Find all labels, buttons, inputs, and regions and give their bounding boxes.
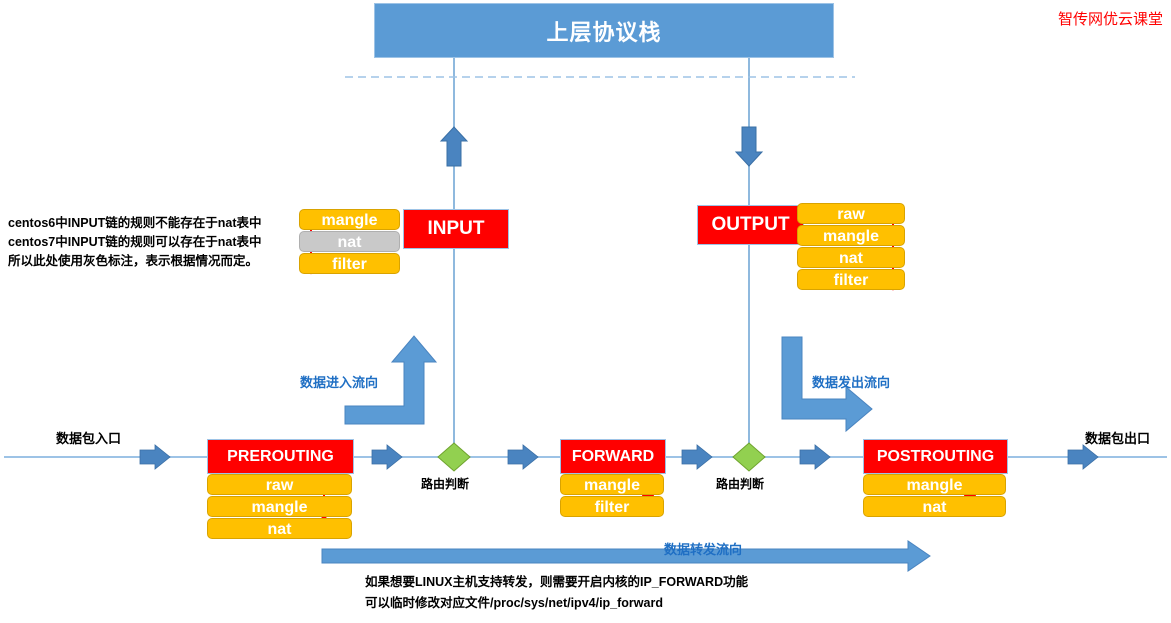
input-nat-note-line-1: centos6中INPUT链的规则不能存在于nat表中 <box>8 216 262 230</box>
watermark-label: 智传网优云课堂 <box>1057 11 1163 28</box>
forward-table-mangle: mangle <box>560 474 664 495</box>
chain-forward: FORWARD <box>560 439 666 474</box>
outbound-trunk-arrow-icon <box>734 126 764 167</box>
rail-chevrons <box>139 444 1099 470</box>
forward-table-filter: filter <box>560 496 664 517</box>
routing-decision-label-2: 路由判断 <box>716 477 765 491</box>
output-table-mangle: mangle <box>797 225 905 246</box>
forward-flow-label: 数据转发流向 <box>664 542 743 557</box>
postrouting-table-nat: nat <box>863 496 1006 517</box>
routing-decision-diamond-1 <box>437 442 471 472</box>
packet-ingress-label: 数据包入口 <box>56 431 122 446</box>
chain-postrouting-label: POSTROUTING <box>876 447 995 465</box>
outbound-flow-label: 数据发出流向 <box>812 375 891 390</box>
inbound-flow-arrow-icon <box>344 335 438 425</box>
chain-output: OUTPUT <box>697 205 804 245</box>
outbound-flow-arrow-icon <box>781 336 873 433</box>
chain-prerouting-label: PREROUTING <box>227 447 334 465</box>
postrouting-table-mangle: mangle <box>863 474 1006 495</box>
input-table-stack: mangle nat filter <box>299 209 400 274</box>
output-table-filter: filter <box>797 269 905 290</box>
inbound-trunk-arrow-icon <box>439 126 469 167</box>
input-table-filter: filter <box>299 253 400 274</box>
forward-table-stack: mangle filter <box>560 474 664 517</box>
output-table-nat: nat <box>797 247 905 268</box>
chain-forward-label: FORWARD <box>571 447 655 465</box>
chain-output-label: OUTPUT <box>711 214 790 235</box>
upper-protocol-stack-label: 上层协议栈 <box>546 19 662 45</box>
ip-forward-note-line-2: 可以临时修改对应文件/proc/sys/net/ipv4/ip_forward <box>365 596 663 610</box>
routing-decision-label-1: 路由判断 <box>421 477 470 491</box>
upper-protocol-stack-box: 上层协议栈 <box>374 3 834 58</box>
packet-egress-label: 数据包出口 <box>1085 431 1151 446</box>
prerouting-table-raw: raw <box>207 474 352 495</box>
input-nat-note-line-3: 所以此处使用灰色标注，表示根据情况而定。 <box>8 254 259 268</box>
prerouting-table-nat: nat <box>207 518 352 539</box>
routing-decision-diamond-2 <box>732 442 766 472</box>
output-table-stack: raw mangle nat filter <box>797 203 905 290</box>
prerouting-table-stack: raw mangle nat <box>207 474 352 539</box>
inbound-flow-label: 数据进入流向 <box>300 375 379 390</box>
chain-prerouting: PREROUTING <box>207 439 354 474</box>
forward-flow-arrow-icon <box>321 540 931 572</box>
output-table-raw: raw <box>797 203 905 224</box>
input-table-mangle: mangle <box>299 209 400 230</box>
prerouting-table-mangle: mangle <box>207 496 352 517</box>
input-nat-note-line-2: centos7中INPUT链的规则可以存在于nat表中 <box>8 235 262 249</box>
chain-postrouting: POSTROUTING <box>863 439 1008 474</box>
chain-input: INPUT <box>403 209 509 249</box>
ip-forward-note: 如果想要LINUX主机支持转发，则需要开启内核的IP_FORWARD功能 可以临… <box>365 572 748 614</box>
input-nat-note: centos6中INPUT链的规则不能存在于nat表中 centos7中INPU… <box>8 214 262 271</box>
postrouting-table-stack: mangle nat <box>863 474 1006 517</box>
chain-input-label: INPUT <box>427 218 485 239</box>
ip-forward-note-line-1: 如果想要LINUX主机支持转发，则需要开启内核的IP_FORWARD功能 <box>365 575 749 589</box>
input-table-nat: nat <box>299 231 400 252</box>
